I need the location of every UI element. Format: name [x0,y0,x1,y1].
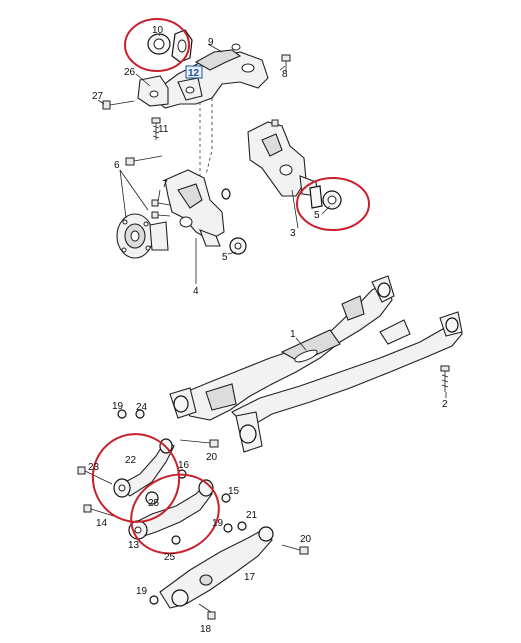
callout-19-mid: 19 [212,518,224,529]
callout-17: 17 [244,572,256,583]
callout-15: 15 [228,486,240,497]
trailing-arm-bracket [137,43,269,109]
callout-4: 4 [193,286,199,297]
callout-10: 10 [152,25,164,36]
knuckle-4 [164,169,225,247]
bolt-11 [151,117,161,140]
callout-24: 24 [136,402,148,413]
callout-9: 9 [208,37,214,48]
callout-18: 18 [200,624,212,635]
bolt-20-lower [281,544,309,555]
callout-2: 2 [442,399,448,410]
hub-6 [116,213,169,259]
bushing-5-left [229,237,247,255]
callout-7: 7 [162,179,168,190]
upper-link-22 [113,438,175,498]
nuts-small [117,409,247,605]
leader-lines [97,33,447,398]
highlight-circle-bushing-5 [296,177,370,231]
bolt-6-long [125,155,163,166]
callout-5-right: 5 [314,210,320,221]
callout-25-lower: 25 [164,552,176,563]
callout-12: 12 [188,68,200,79]
knuckle-3 [247,119,319,197]
bolt-27 [102,100,135,110]
callout-25-upper: 25 [148,498,160,509]
bolt-18 [198,603,216,620]
callout-21: 21 [246,510,258,521]
callout-22: 22 [125,455,137,466]
callout-13: 13 [128,540,140,551]
bolt-20-upper [179,439,219,448]
highlight-circle-link-22 [91,433,181,523]
callout-27: 27 [92,91,104,102]
callout-20-lower: 20 [300,534,312,545]
highlight-circle-link-13 [130,473,220,555]
callout-16: 16 [178,460,190,471]
callout-12-box [185,65,203,79]
nut-small [221,188,231,200]
callout-26: 26 [124,67,136,78]
callout-1: 1 [290,329,296,340]
callout-5-left: 5 [222,252,228,263]
callout-19-top: 19 [112,401,124,412]
callout-3: 3 [290,228,296,239]
callout-23: 23 [88,462,100,473]
highlight-circles [91,18,370,555]
bushing-5-right [309,185,342,210]
callout-labels: 10 9 8 26 12 27 11 6 7 4 5 3 5 1 2 19 24… [88,25,448,635]
highlight-circle-bushing-10 [124,18,190,72]
bolts-7 [151,199,171,219]
callout-19-bottom: 19 [136,586,148,597]
bolt-2 [440,365,450,392]
bolt-23 [77,466,113,485]
callout-14: 14 [96,518,108,529]
bolt-8 [281,54,291,72]
lower-arm-17 [159,526,274,609]
subframe-1 [169,275,463,453]
callout-8: 8 [282,69,288,80]
callout-11: 11 [158,124,169,135]
callout-20-upper: 20 [206,452,218,463]
callout-6: 6 [114,160,120,171]
